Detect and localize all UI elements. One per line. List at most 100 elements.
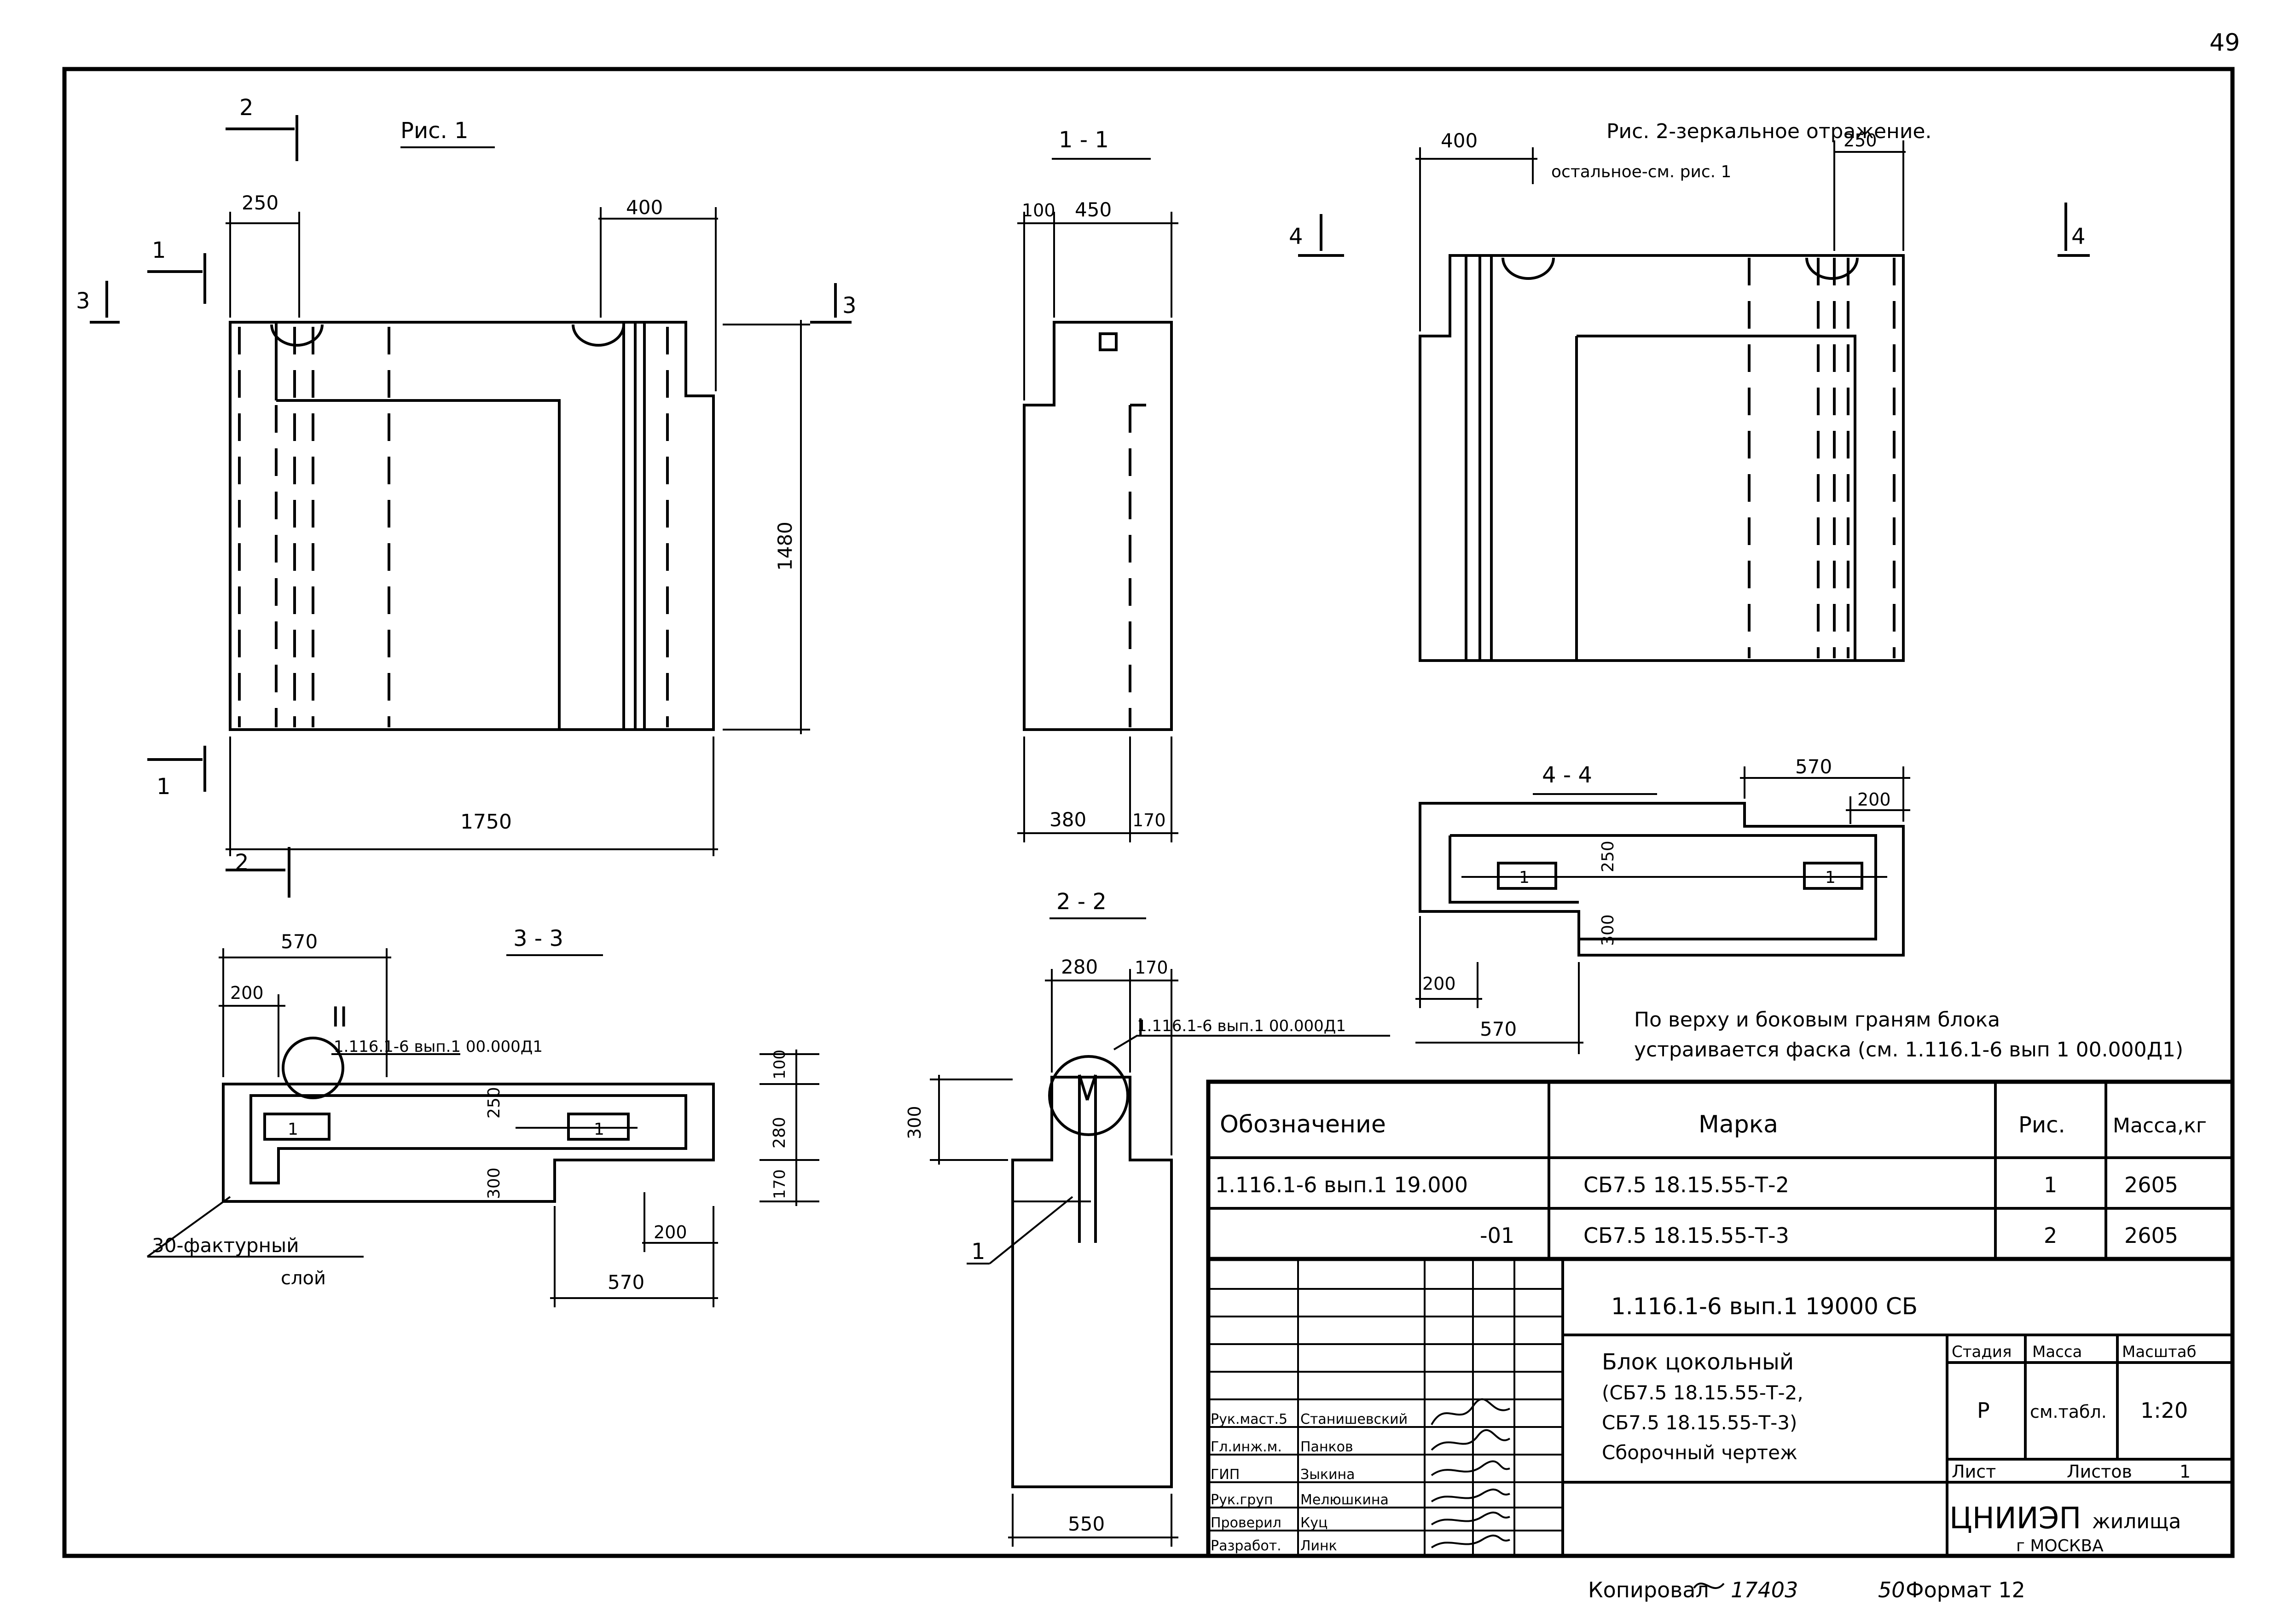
- dim-400: 400: [626, 196, 663, 219]
- staff-name-6: Линк: [1300, 1538, 1337, 1554]
- spec-row1-mark: СБ7.5 18.15.55-Т-2: [1583, 1172, 1789, 1197]
- fig2-note: остальное-см. рис. 1: [1551, 162, 1731, 181]
- staff-role-6: Разработ.: [1211, 1538, 1281, 1554]
- marker-3-right: 3: [842, 293, 857, 319]
- staff-role-2: Гл.инж.м.: [1211, 1439, 1282, 1455]
- marker-2-bottom: 2: [235, 850, 249, 876]
- spec-row2-mark: СБ7.5 18.15.55-Т-3: [1583, 1223, 1789, 1248]
- callout-ref-2: 1.116.1-6 вып.1 00.000Д1: [334, 1038, 543, 1056]
- sheets-value: 1: [2180, 1462, 2191, 1482]
- item-label-4-4-right: 1: [1825, 868, 1836, 887]
- dim-3-3-200-bottom: 200: [654, 1222, 687, 1242]
- callout-ref-1: 1.116.1-6 вып.1 00.000Д1: [1137, 1017, 1346, 1035]
- spec-row1-designation: 1.116.1-6 вып.1 19.000: [1215, 1172, 1468, 1197]
- section-2-2-title: 2 - 2: [1056, 889, 1107, 915]
- marker-1-top: 1: [152, 238, 166, 263]
- dim-3-3-100: 100: [771, 1050, 789, 1079]
- fig2-dim-400: 400: [1441, 129, 1478, 152]
- product-name-1: Блок цокольный: [1602, 1349, 1794, 1375]
- staff-role-4: Рук.груп: [1211, 1492, 1273, 1508]
- dim-2-2-280: 280: [1061, 956, 1098, 978]
- callout-roman-2: II: [331, 1001, 348, 1033]
- sheets-header: Листов: [2067, 1462, 2132, 1482]
- dim-4-4-570-top: 570: [1795, 755, 1832, 778]
- marker-2-top: 2: [239, 95, 254, 121]
- section-3-3-title: 3 - 3: [513, 926, 563, 951]
- facture-label-2: слой: [281, 1268, 326, 1289]
- note-line-1: По верху и боковым граням блока: [1634, 1008, 2000, 1032]
- spec-header-fig: Рис.: [2018, 1112, 2065, 1138]
- staff-name-5: Куц: [1300, 1515, 1328, 1531]
- page-number: 49: [2209, 29, 2240, 57]
- staff-name-2: Панков: [1300, 1439, 1353, 1455]
- note-line-2: устраивается фаска (см. 1.116.1-6 вып 1 …: [1634, 1038, 2183, 1061]
- facture-label: 30-фактурный: [152, 1234, 299, 1257]
- product-name-3: СБ7.5 18.15.55-Т-3): [1602, 1411, 1797, 1434]
- dim-3-3-300: 300: [485, 1167, 504, 1199]
- dim-4-4-250: 250: [1599, 841, 1617, 872]
- fig1-front-view: Рис. 1 250 400 1480 1750 2 2 1 1 3 3: [76, 95, 857, 898]
- dim-2-2-300: 300: [904, 1106, 925, 1139]
- dim-250: 250: [242, 191, 278, 214]
- dim-380: 380: [1049, 808, 1086, 831]
- item-label-3-3-right: 1: [594, 1120, 604, 1139]
- doc-code: 1.116.1-6 вып.1 19000 СБ: [1611, 1293, 1918, 1320]
- org-city: г МОСКВА: [2016, 1537, 2104, 1555]
- staff-name-4: Мелюшкина: [1300, 1492, 1389, 1508]
- copied-label: Копировал: [1588, 1578, 1709, 1602]
- section-1-1: 1 - 1 100 450 380 170: [1017, 127, 1178, 842]
- dim-170: 170: [1132, 810, 1166, 830]
- spec-header-mass: Масса,кг: [2113, 1114, 2207, 1137]
- section-2-2: 2 - 2 I 1.116.1-6 вып.1 00.000Д1 1 280 1…: [904, 889, 1390, 1547]
- staff-role-5: Проверил: [1211, 1515, 1281, 1531]
- signature-marks: [1431, 1398, 1511, 1549]
- scale-value: 1:20: [2140, 1398, 2188, 1423]
- spec-row2-mass: 2605: [2124, 1223, 2178, 1248]
- dim-1750: 1750: [460, 810, 512, 834]
- product-name-4: Сборочный чертеж: [1602, 1441, 1797, 1464]
- spec-row1-fig: 1: [2044, 1172, 2057, 1197]
- marker-4-left: 4: [1289, 224, 1303, 249]
- scale-header: Масштаб: [2122, 1343, 2197, 1361]
- spec-header-designation: Обозначение: [1220, 1111, 1386, 1138]
- spec-row2-designation: -01: [1480, 1223, 1514, 1248]
- copied-number: 17403: [1731, 1578, 1798, 1602]
- copied-signature: [1693, 1583, 1725, 1589]
- dim-3-3-170: 170: [771, 1169, 789, 1199]
- dim-2-2-170: 170: [1135, 957, 1168, 978]
- dim-1480: 1480: [774, 522, 796, 571]
- product-name-2: (СБ7.5 18.15.55-Т-2,: [1602, 1381, 1803, 1404]
- staff-role-1: Рук.маст.5: [1211, 1411, 1287, 1427]
- format-label: Формат 12: [1906, 1578, 2025, 1602]
- dim-4-4-200-bottom: 200: [1422, 974, 1456, 994]
- fig2-mirror-view: Рис. 2-зеркальное отражение. остальное-с…: [1289, 120, 2090, 662]
- dim-4-4-200-top: 200: [1857, 789, 1891, 810]
- spec-table: Обозначение Марка Рис. Масса,кг 1.116.1-…: [1206, 1079, 2235, 1261]
- sheet-header: Лист: [1952, 1462, 1996, 1482]
- section-4-4-title: 4 - 4: [1542, 762, 1592, 788]
- title-block: 1.116.1-6 вып.1 19000 СБ Блок цокольный …: [1206, 1257, 2235, 1558]
- mass-header: Масса: [2032, 1343, 2082, 1361]
- dim-3-3-250: 250: [485, 1087, 504, 1119]
- fig2-title: Рис. 2-зеркальное отражение.: [1606, 120, 1931, 143]
- dim-3-3-200-top: 200: [230, 983, 264, 1003]
- marker-3-left: 3: [76, 288, 90, 314]
- staff-name-3: Зыкина: [1300, 1467, 1355, 1483]
- staff-role-3: ГИП: [1211, 1467, 1240, 1483]
- dim-4-4-300: 300: [1599, 914, 1617, 946]
- section-4-4: 4 - 4 1 1 250 300 570 200 200 570: [1415, 755, 1910, 1054]
- section-3-3: 3 - 3 1 1 II 1.116.1-6 вып.1 00.000Д1 25…: [146, 926, 819, 1307]
- marker-1-bottom: 1: [157, 774, 171, 800]
- fig2-dim-250: 250: [1844, 130, 1877, 151]
- org-name-2: жилища: [2092, 1510, 2181, 1533]
- leader-1-label: 1: [971, 1239, 986, 1264]
- dim-2-2-550: 550: [1068, 1513, 1105, 1535]
- stage-value: Р: [1977, 1398, 1990, 1423]
- spec-header-mark: Марка: [1699, 1111, 1778, 1138]
- item-label-3-3-left: 1: [288, 1120, 298, 1139]
- dim-3-3-570-top: 570: [281, 930, 318, 953]
- staff-name-1: Станишевский: [1300, 1411, 1408, 1427]
- format-prefix: 50: [1878, 1578, 1905, 1602]
- section-1-1-title: 1 - 1: [1059, 127, 1109, 153]
